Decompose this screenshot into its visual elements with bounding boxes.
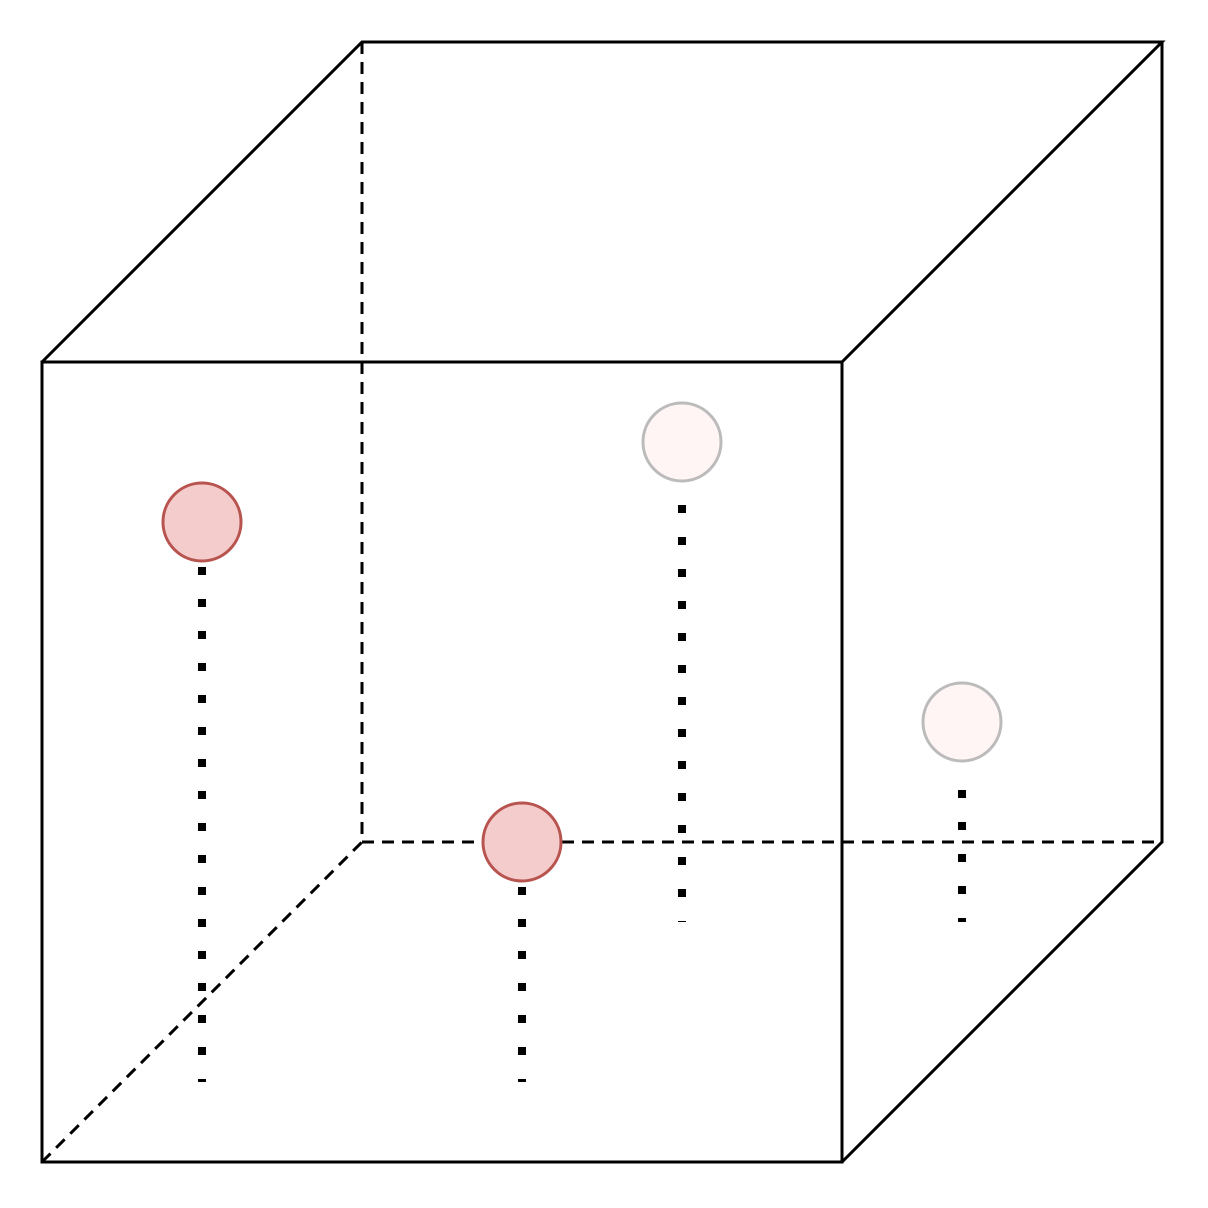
point-front-left [161,481,243,563]
right-bottom-diagonal-edge [840,840,1164,1164]
front-face [40,360,844,1164]
front-points [161,481,563,883]
point-back-right [921,681,1003,763]
drop-lines [198,505,966,1082]
back-points [641,401,1003,763]
hidden-edge-bottom-diagonal [40,840,364,1164]
point-front-center [481,801,563,883]
top-face-edges [40,40,1166,364]
hidden-edges [40,42,1162,1164]
visible-edges [40,40,1166,1164]
point-back-center [641,401,723,483]
